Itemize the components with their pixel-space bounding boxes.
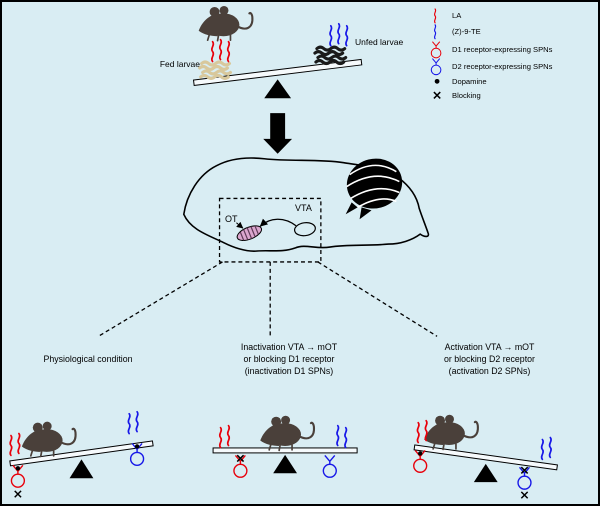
zte-odor-squiggles-icon	[127, 410, 139, 435]
vta-region-icon	[294, 222, 316, 237]
dopamine-dot-icon	[434, 78, 440, 84]
zte-odor-squiggles-icon	[540, 436, 552, 461]
zte-squiggle-icon	[433, 24, 437, 40]
balance-beam	[192, 58, 363, 86]
mouse-icon	[259, 414, 316, 452]
dopamine-dot-icon	[134, 444, 140, 449]
ot-label-arrow	[236, 221, 244, 229]
cerebellum-icon	[345, 158, 403, 220]
top-balance	[192, 4, 363, 99]
connector-lines	[98, 261, 438, 337]
legend-label-d2: D2 receptor-expressing SPNs	[452, 62, 553, 71]
ot-label: OT	[225, 214, 238, 224]
ot-region-icon	[236, 225, 263, 241]
legend-label-dopamine: Dopamine	[452, 77, 487, 86]
mouse-icon	[20, 420, 77, 458]
panel-physiological-balance	[9, 410, 154, 498]
brain-outline	[182, 157, 430, 252]
fulcrum-triangle-icon	[273, 454, 298, 474]
d1-spn-icon	[430, 41, 442, 59]
panel-2-title: Inactivation VTA → mOT or blocking D1 re…	[240, 342, 338, 376]
balance-beam	[9, 440, 154, 467]
legend-label-zte: (Z)-9-TE	[452, 27, 481, 36]
brain-diagram	[182, 157, 430, 263]
balance-beam	[413, 444, 558, 471]
d2-spn-icon	[430, 58, 442, 76]
la-odor-squiggles-icon	[210, 38, 231, 63]
legend-label-d1: D1 receptor-expressing SPNs	[452, 45, 553, 54]
vta-label: VTA	[295, 203, 312, 213]
zte-odor-squiggles-icon	[329, 22, 349, 47]
fulcrum-triangle-icon	[69, 459, 94, 479]
blocking-x-icon	[520, 491, 529, 499]
mouse-icon	[197, 4, 254, 42]
blocking-x-icon	[433, 91, 442, 100]
legend-label-blocking: Blocking	[452, 91, 481, 100]
mouse-icon	[423, 413, 479, 451]
la-odor-squiggles-icon	[9, 432, 21, 457]
fed-larvae-label: Fed larvae	[159, 59, 200, 69]
panel-activation-balance	[413, 413, 558, 499]
vta-to-ot-arrow	[259, 218, 297, 227]
blocking-x-icon	[13, 490, 22, 498]
panel-1-title: Physiological condition	[43, 354, 133, 364]
panel-inactivation-balance	[212, 414, 358, 478]
la-squiggle-icon	[433, 8, 437, 24]
d2-spn-icon	[322, 454, 337, 478]
la-odor-squiggles-icon	[416, 419, 428, 444]
down-arrow-icon	[263, 113, 293, 154]
balance-beam	[212, 447, 358, 454]
unfed-larvae-stack-icon	[313, 45, 348, 66]
fulcrum-triangle-icon	[473, 463, 498, 483]
panel-3-title: Activation VTA → mOT or blocking D2 rece…	[444, 342, 535, 376]
legend-icons	[430, 8, 442, 100]
dopamine-dot-icon	[418, 451, 423, 456]
la-odor-squiggles-icon	[218, 424, 231, 449]
unfed-larvae-label: Unfed larvae	[355, 37, 404, 47]
dopamine-dot-icon	[15, 466, 21, 471]
zte-odor-squiggles-icon	[336, 424, 348, 449]
fulcrum-triangle-icon	[264, 79, 292, 99]
legend-label-la: LA	[452, 11, 462, 20]
